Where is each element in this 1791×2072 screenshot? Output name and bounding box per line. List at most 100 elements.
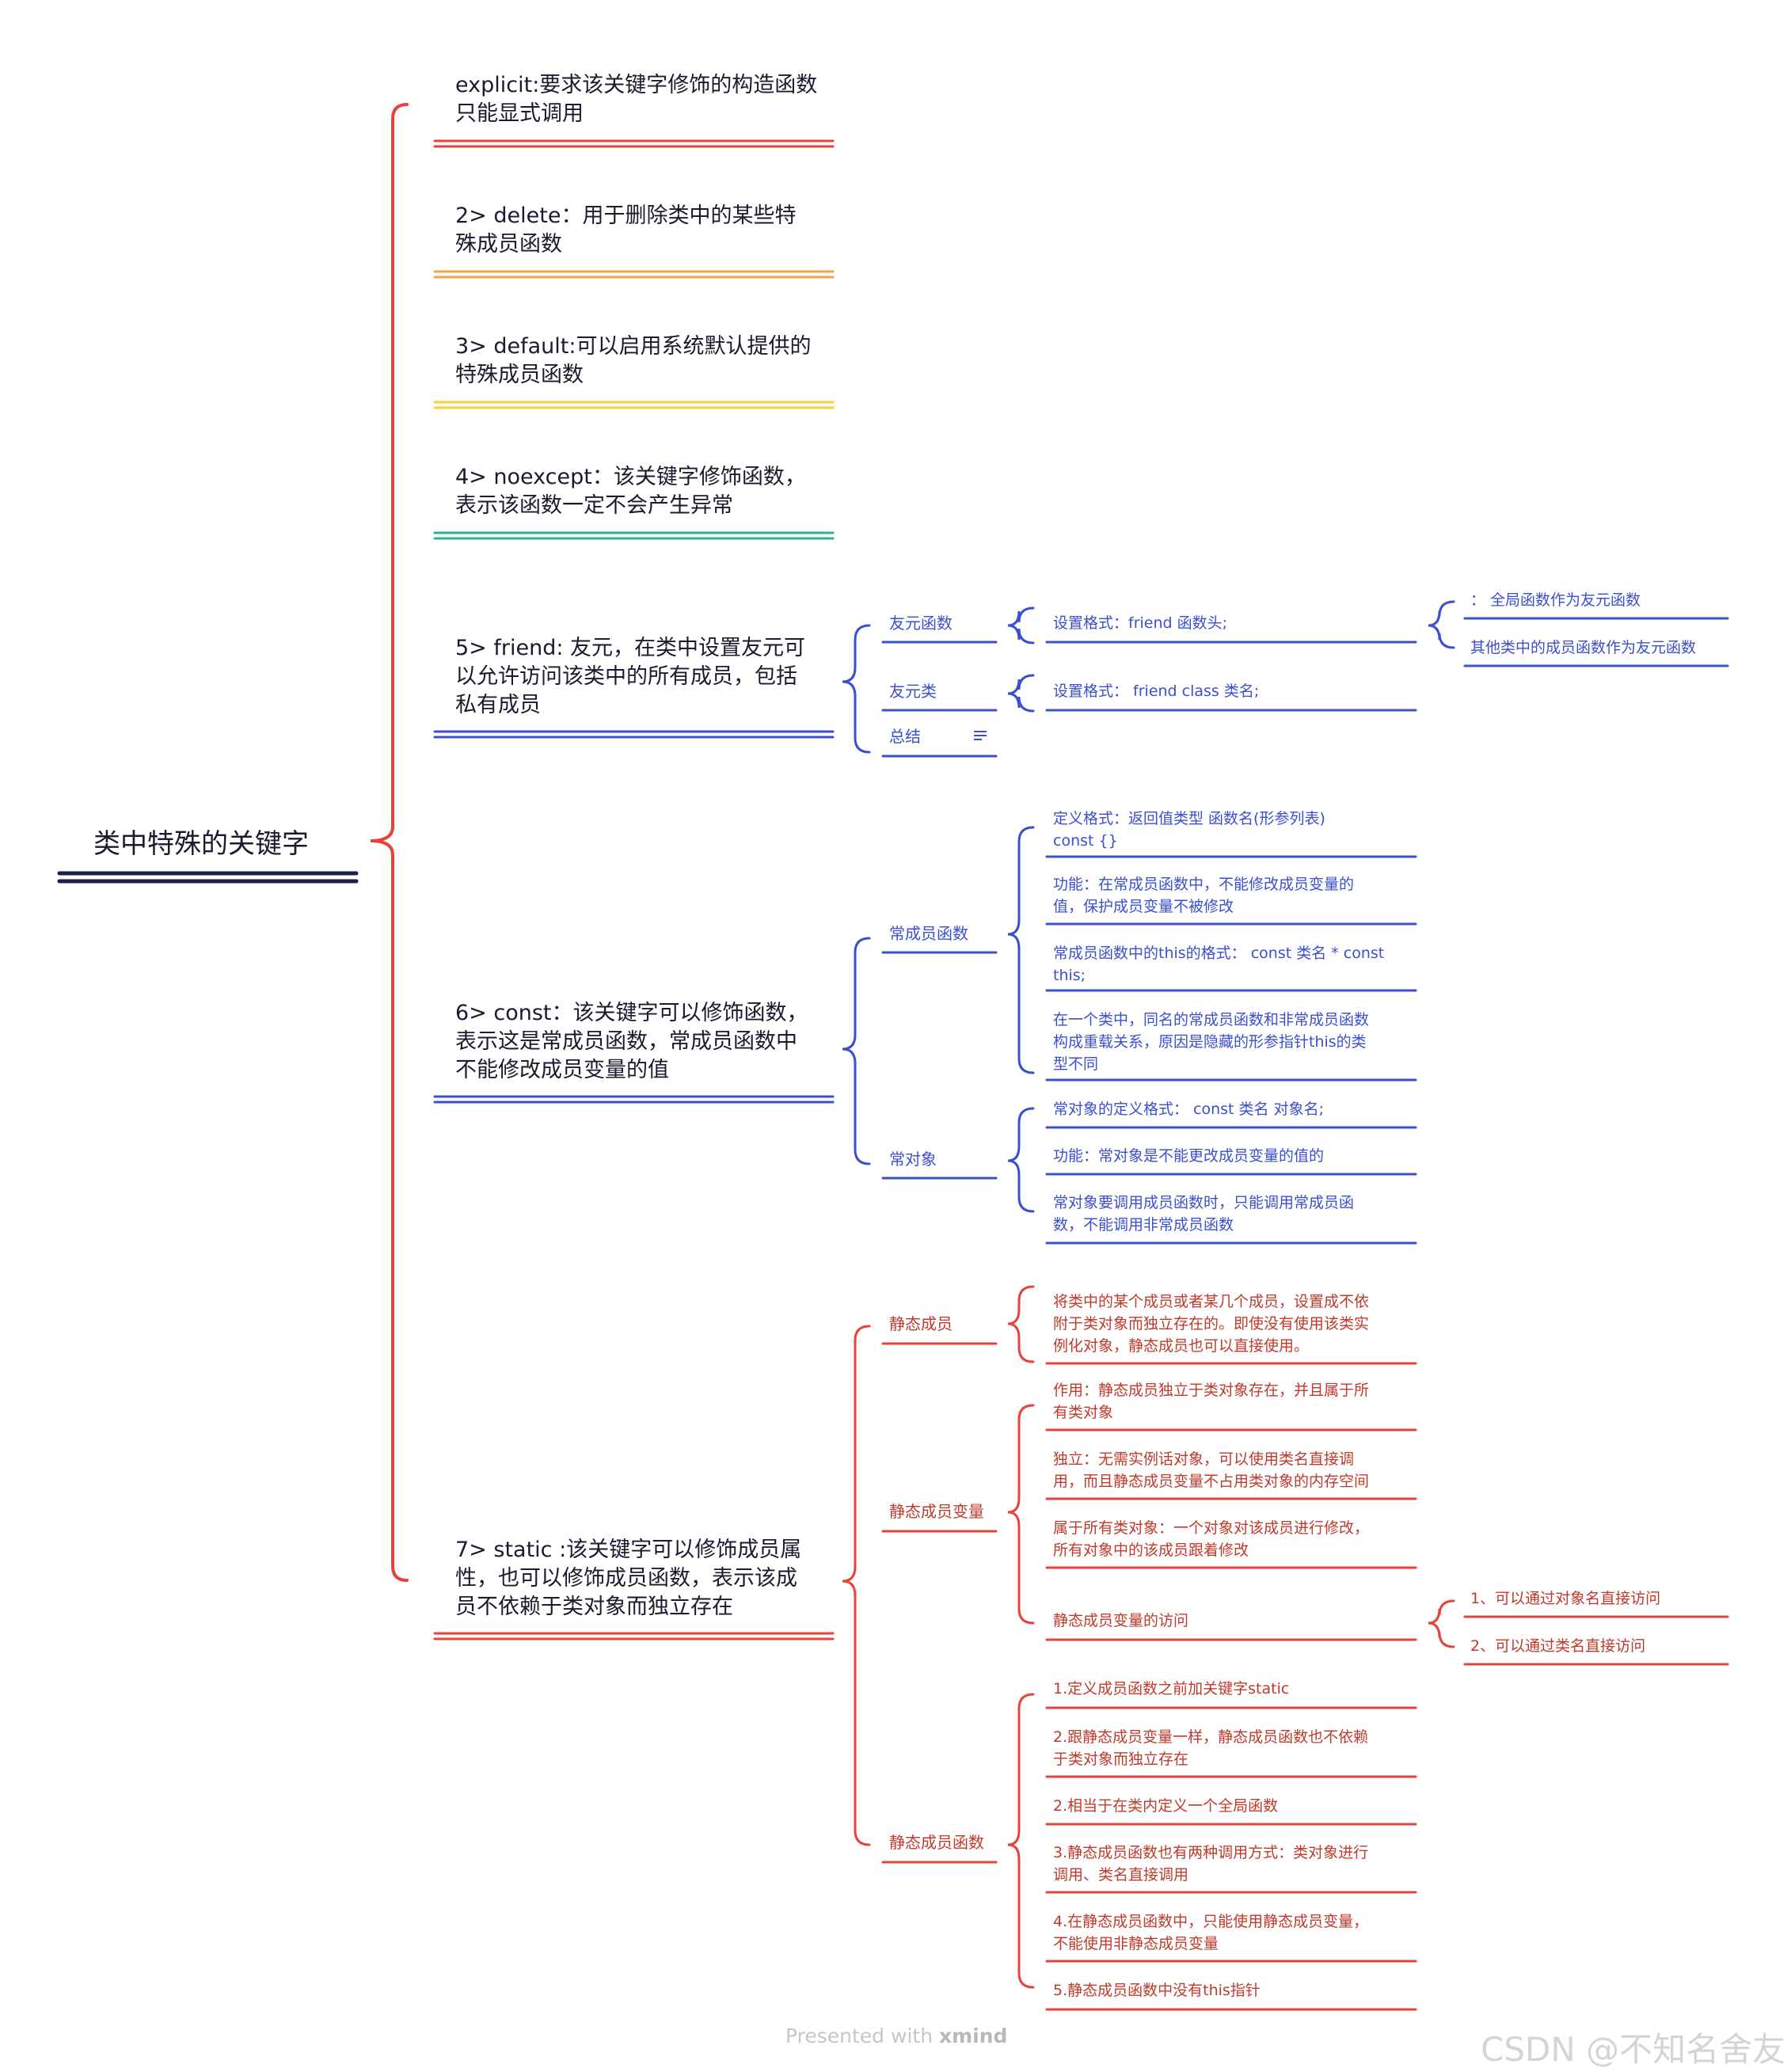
branch-line: 2> delete：用于删除类中的某些特 [455,203,797,228]
static-func-item[interactable]: 5.静态成员函数中没有this指针 [1053,1979,1425,2002]
csdn-watermark: CSDN @不知名舍友 [1481,2030,1786,2069]
item-line: 功能：在常成员函数中，不能修改成员变量的 [1053,876,1355,893]
static-var-item[interactable]: 属于所有类对象：一个对象对该成员进行修改， 所有对象中的该成员跟着修改 [1053,1517,1425,1561]
friend-class-format[interactable]: 设置格式： friend class 类名; [1053,682,1260,700]
item-line: 2.相当于在类内定义一个全局函数 [1053,1797,1279,1815]
item-line: this; [1053,967,1086,984]
item-line: 用，而且静态成员变量不占用类对象的内存空间 [1053,1473,1370,1490]
branch-brace [842,1325,871,1846]
item-line: 在一个类中，同名的常成员函数和非常成员函数 [1053,1011,1370,1028]
branch-line: 不能修改成员变量的值 [455,1058,669,1082]
branch-line: 5> friend: 友元，在类中设置友元可 [455,636,806,660]
branch-brace [1007,1107,1035,1213]
static-func-item[interactable]: 2.跟静态成员变量一样，静态成员函数也不依赖 于类对象而独立存在 [1053,1726,1425,1770]
friend-class-topic[interactable]: 友元类 [889,682,937,701]
branch-delete[interactable]: 2> delete：用于删除类中的某些特 殊成员函数 [455,202,827,259]
branch-brace [1007,674,1035,713]
xmind-brand: xmind [938,2024,1008,2047]
branch-line: 表示该函数一定不会产生异常 [455,493,733,518]
branch-line: explicit:要求该关键字修饰的构造函数 [455,73,818,97]
const-mf-item[interactable]: 常成员函数中的this的格式： const 类名 * const this; [1053,942,1425,987]
item-line: 有类对象 [1053,1404,1114,1421]
static-func-item[interactable]: 3.静态成员函数也有两种调用方式：类对象进行 调用、类名直接调用 [1053,1842,1425,1886]
branch-brace [1007,1285,1035,1363]
const-member-function-topic[interactable]: 常成员函数 [889,924,968,943]
const-object-topic[interactable]: 常对象 [889,1150,937,1169]
branch-brace [842,624,871,754]
item-line: 5.静态成员函数中没有this指针 [1053,1982,1261,1999]
branch-line: 6> const：该关键字可以修饰函数， [455,1001,808,1025]
branch-brace [1007,1404,1035,1625]
branch-brace [1428,600,1455,649]
friend-kind-global[interactable]: ： 全局函数作为友元函数 [1470,591,1641,609]
item-line: 调用、类名直接调用 [1053,1866,1189,1884]
item-line: 1.定义成员函数之前加关键字static [1053,1680,1290,1698]
item-line: 常对象要调用成员函数时，只能调用常成员函 [1053,1194,1355,1211]
note-icon[interactable] [972,729,988,742]
presented-text: Presented with [785,2024,939,2047]
const-obj-item[interactable]: 常对象要调用成员函数时，只能调用常成员函 数，不能调用非常成员函数 [1053,1192,1417,1236]
item-line: 常成员函数中的this的格式： const 类名 * const [1053,945,1385,962]
branch-line: 4> noexcept：该关键字修饰函数， [455,465,806,489]
static-func-item[interactable]: 1.定义成员函数之前加关键字static [1053,1678,1425,1700]
static-var-item[interactable]: 独立：无需实例话对象，可以使用类名直接调 用，而且静态成员变量不占用类对象的内存… [1053,1448,1425,1492]
item-line: 定义格式：返回值类型 函数名(形参列表) [1053,810,1325,827]
branch-line: 7> static :该关键字可以修饰成员属 [455,1538,802,1562]
const-mf-item[interactable]: 功能：在常成员函数中，不能修改成员变量的 值，保护成员变量不被修改 [1053,873,1417,918]
static-func-item[interactable]: 4.在静态成员函数中，只能使用静态成员变量， 不能使用非静态成员变量 [1053,1910,1425,1955]
static-member-topic[interactable]: 静态成员 [889,1314,953,1333]
branch-brace [1007,1693,1035,1989]
item-line: 例化对象，静态成员也可以直接使用。 [1053,1337,1310,1355]
branch-line: 性，也可以修饰成员函数，表示该成 [455,1566,797,1591]
item-line: 2.跟静态成员变量一样，静态成员函数也不依赖 [1053,1728,1369,1746]
static-function-topic[interactable]: 静态成员函数 [889,1833,984,1852]
static-var-access-topic[interactable]: 静态成员变量的访问 [1053,1610,1425,1632]
root-topic[interactable]: 类中特殊的关键字 [93,828,309,860]
friend-function-topic[interactable]: 友元函数 [889,614,953,633]
branch-line: 3> default:可以启用系统默认提供的 [455,334,812,359]
branch-line: 特殊成员函数 [455,363,584,387]
branch-line: 员不依赖于类对象而独立存在 [455,1595,733,1619]
friend-kind-member[interactable]: 其他类中的成员函数作为友元函数 [1470,639,1697,656]
branch-const[interactable]: 6> const：该关键字可以修饰函数， 表示这是常成员函数，常成员函数中 不能… [455,999,827,1085]
item-line: 值，保护成员变量不被修改 [1053,898,1234,915]
branch-line: 只能显式调用 [455,101,584,126]
item-line: 静态成员变量的访问 [1053,1612,1189,1629]
static-func-item[interactable]: 2.相当于在类内定义一个全局函数 [1053,1795,1425,1817]
branch-static[interactable]: 7> static :该关键字可以修饰成员属 性，也可以修饰成员函数，表示该成 … [455,1536,827,1621]
branch-brace [370,103,409,1582]
const-mf-item[interactable]: 在一个类中，同名的常成员函数和非常成员函数 构成重载关系，原因是隐藏的形参指针t… [1053,1009,1425,1075]
branch-line: 表示这是常成员函数，常成员函数中 [455,1029,797,1054]
branch-friend[interactable]: 5> friend: 友元，在类中设置友元可 以允许访问该类中的所有成员，包括 … [455,634,827,720]
item-line: 数，不能调用非常成员函数 [1053,1216,1234,1234]
item-line: 型不同 [1053,1055,1099,1073]
branch-default[interactable]: 3> default:可以启用系统默认提供的 特殊成员函数 [455,333,827,390]
const-mf-item[interactable]: 定义格式：返回值类型 函数名(形参列表) const {} [1053,808,1417,852]
item-line: 于类对象而独立存在 [1053,1751,1189,1768]
presented-with-label: Presented with xmind [785,2024,1007,2047]
item-line: 附于类对象而独立存在的。即使没有使用该类实 [1053,1315,1370,1333]
friend-summary-topic[interactable]: 总结 [889,727,921,746]
item-line: const {} [1053,832,1118,850]
branch-brace [1007,606,1035,644]
static-access-item[interactable]: 2、可以通过类名直接访问 [1470,1637,1646,1655]
const-obj-item[interactable]: 常对象的定义格式： const 类名 对象名; [1053,1098,1417,1120]
branch-brace [1428,1599,1455,1648]
const-obj-item[interactable]: 功能：常对象是不能更改成员变量的值的 [1053,1145,1417,1167]
static-var-item[interactable]: 作用：静态成员独立于类对象存在，并且属于所 有类对象 [1053,1379,1425,1424]
item-line: 4.在静态成员函数中，只能使用静态成员变量， [1053,1913,1369,1930]
item-line: 作用：静态成员独立于类对象存在，并且属于所 [1053,1382,1370,1399]
branch-line: 殊成员函数 [455,232,562,257]
friend-function-format[interactable]: 设置格式：friend 函数头; [1053,614,1228,632]
branch-brace [1007,826,1035,1074]
static-access-item[interactable]: 1、可以通过对象名直接访问 [1470,1590,1661,1607]
branch-noexcept[interactable]: 4> noexcept：该关键字修饰函数， 表示该函数一定不会产生异常 [455,463,827,520]
branch-explicit[interactable]: explicit:要求该关键字修饰的构造函数 只能显式调用 [455,71,827,128]
static-variable-topic[interactable]: 静态成员变量 [889,1502,984,1521]
item-line: 功能：常对象是不能更改成员变量的值的 [1053,1147,1325,1165]
static-member-item[interactable]: 将类中的某个成员或者某几个成员，设置成不依 附于类对象而独立存在的。即使没有使用… [1053,1291,1425,1357]
branch-line: 以允许访问该类中的所有成员，包括 [455,664,797,689]
branch-brace [842,937,871,1165]
